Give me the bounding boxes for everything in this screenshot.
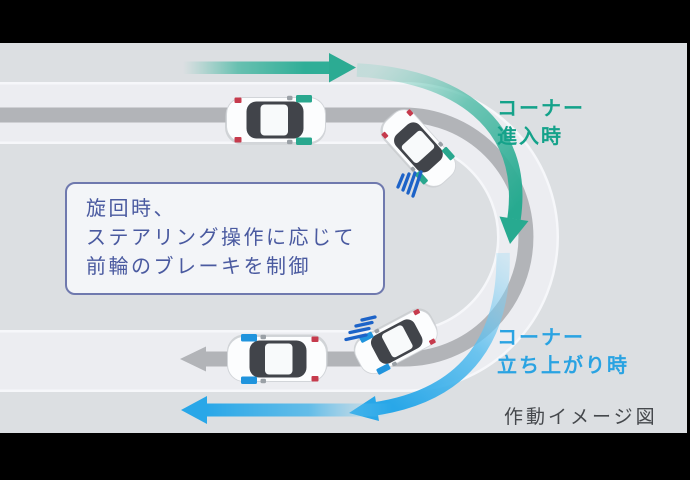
caption: 作動イメージ図	[504, 407, 658, 428]
corner-entry-label: コーナー 進入時	[497, 95, 585, 151]
callout-line2: ステアリング操作に応じて	[86, 227, 356, 249]
diagram-canvas: コーナー 進入時 コーナー 立ち上がり時 旋回時、 ステアリング操作に応じて 前…	[0, 43, 687, 433]
callout-line3: 前輪のブレーキを制御	[86, 256, 311, 278]
corner-exit-label-line1: コーナー	[497, 327, 585, 349]
track-line	[0, 107, 534, 372]
track-arrowhead-icon	[180, 346, 206, 372]
road-diagram-graphic	[0, 53, 559, 424]
car-straight-top-icon	[224, 95, 327, 145]
brake-indicator-entry-icon	[396, 170, 423, 198]
corner-entry-label-line1: コーナー	[497, 98, 585, 120]
car-corner-entry-icon	[374, 101, 464, 194]
car-corner-exit-icon	[348, 302, 445, 381]
callout-line1: 旋回時、	[86, 198, 176, 220]
corner-entry-label-line2: 進入時	[497, 126, 563, 148]
exit-direction-arrow-icon	[181, 396, 392, 424]
car-straight-bottom-icon	[226, 334, 329, 384]
corner-exit-label: コーナー 立ち上がり時	[497, 324, 629, 380]
entry-curve-arrow-icon	[356, 63, 529, 244]
entry-direction-arrow-icon	[183, 53, 356, 83]
callout-box: 旋回時、 ステアリング操作に応じて 前輪のブレーキを制御	[65, 182, 385, 295]
brake-indicator-exit-icon	[344, 315, 377, 342]
corner-exit-label-line2: 立ち上がり時	[497, 355, 629, 377]
